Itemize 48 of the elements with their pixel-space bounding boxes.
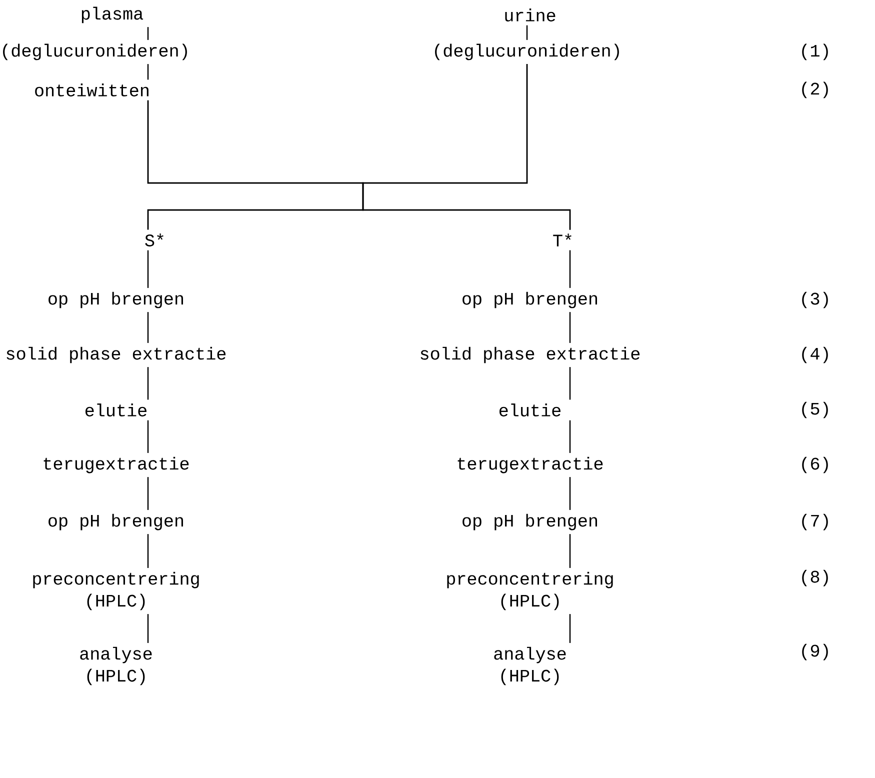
step-number: (5)	[802, 402, 828, 418]
connector-line	[147, 477, 149, 510]
step-label: analyse (HPLC)	[80, 646, 152, 686]
step-label: plasma	[82, 6, 144, 24]
connector-line	[569, 420, 571, 453]
step-number: (1)	[802, 44, 828, 60]
step-label: (deglucuronideren)	[435, 44, 619, 60]
connector-line	[147, 614, 149, 643]
connector-line	[147, 367, 149, 400]
step-label: op pH brengen	[48, 514, 183, 530]
connector-line	[569, 312, 571, 343]
step-number: (2)	[802, 82, 828, 98]
step-label: terugextractie	[44, 456, 189, 474]
step-label: elutie	[86, 404, 146, 416]
connector-line	[147, 27, 149, 40]
step-label: op pH brengen	[462, 514, 597, 530]
connector-line	[569, 614, 571, 643]
step-label: elutie	[500, 404, 560, 416]
connector-line	[526, 25, 528, 40]
step-label: (deglucuronideren)	[3, 44, 187, 60]
step-number: (8)	[802, 570, 828, 586]
step-label: onteiwitten	[35, 84, 148, 96]
step-label: op pH brengen	[48, 292, 183, 308]
connector-line	[147, 312, 149, 343]
connector-line	[569, 534, 571, 568]
step-label: op pH brengen	[462, 292, 597, 308]
step-label: analyse (HPLC)	[494, 646, 566, 686]
connector-line	[147, 250, 149, 288]
connector-line	[569, 250, 571, 288]
step-label: solid phase extractie	[420, 346, 640, 364]
step-number: (9)	[802, 644, 828, 660]
step-label: preconcentrering (HPLC)	[33, 572, 199, 610]
step-number: (3)	[802, 292, 828, 308]
connector-line	[569, 477, 571, 510]
step-number: (7)	[802, 514, 828, 530]
connector-line	[362, 64, 571, 230]
connector-line	[569, 367, 571, 400]
connector-line	[147, 420, 149, 453]
step-label: terugextractie	[458, 456, 603, 474]
step-number: (4)	[802, 346, 828, 364]
step-label: urine	[505, 8, 556, 22]
connector-line	[147, 534, 149, 568]
step-number: (6)	[802, 456, 828, 474]
step-label: T*	[553, 234, 572, 246]
connector-line	[147, 64, 149, 80]
step-label: S*	[145, 234, 164, 246]
step-label: preconcentrering (HPLC)	[447, 572, 613, 610]
step-label: solid phase extractie	[6, 346, 226, 364]
